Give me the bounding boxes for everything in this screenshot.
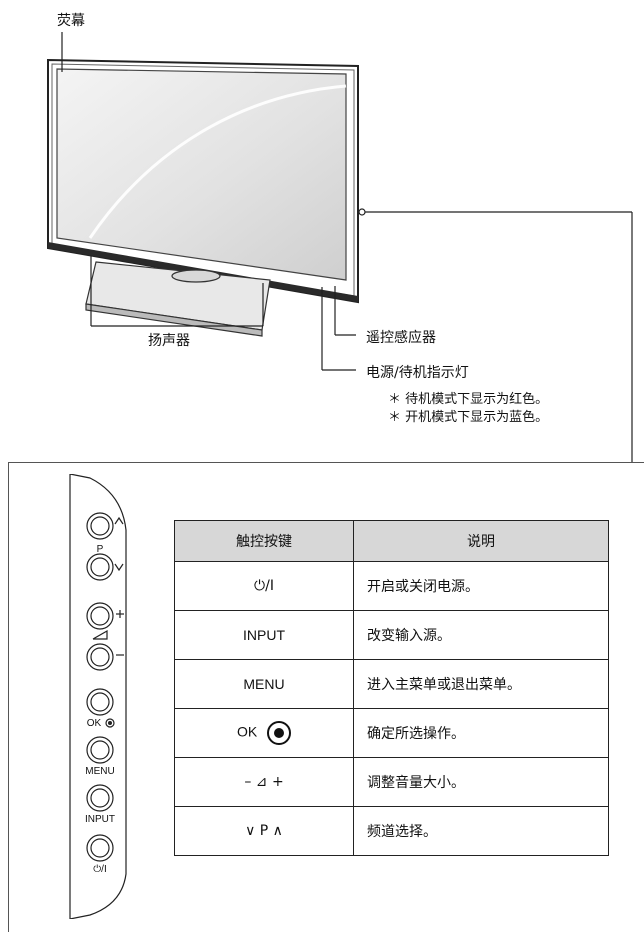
note-standby: ＊ 待机模式下显示为红色。	[388, 392, 549, 407]
desc-menu: 进入主菜单或退出菜单。	[353, 659, 609, 709]
key-volume: – ⊿ +	[174, 757, 354, 807]
menu-label: MENU	[85, 766, 115, 777]
tv-stand	[85, 261, 271, 337]
key-input: INPUT	[174, 610, 354, 660]
volume-up-button	[86, 602, 114, 630]
volume-down-button	[86, 643, 114, 671]
speaker-label: 扬声器	[148, 333, 190, 349]
key-channel: ∨ P ∧	[174, 806, 354, 856]
power-indicator-label: 电源/待机指示灯	[366, 365, 469, 381]
menu-button	[86, 736, 114, 764]
detail-panel	[8, 462, 644, 932]
table-row: OK 确定所选操作。	[174, 708, 609, 758]
screen-label: 荧幕	[57, 13, 85, 29]
channel-up-button	[86, 512, 114, 540]
key-menu: MENU	[174, 659, 354, 709]
channel-label: P	[96, 544, 104, 555]
table-row: INPUT 改变输入源。	[174, 610, 609, 660]
power-button	[86, 834, 114, 862]
chevron-up-icon	[114, 516, 124, 525]
desc-ok: 确定所选操作。	[353, 708, 609, 758]
header-desc: 说明	[353, 520, 609, 562]
desc-volume: 调整音量大小。	[353, 757, 609, 807]
table-row: – ⊿ + 调整音量大小。	[174, 757, 609, 807]
desc-power: 开启或关闭电源。	[353, 561, 609, 611]
tv-screen	[56, 68, 347, 281]
channel-down-button	[86, 553, 114, 581]
key-ok-text: OK	[236, 723, 258, 740]
key-ok: OK	[174, 708, 354, 758]
speaker-bracket	[90, 256, 264, 327]
note-on: ＊ 开机模式下显示为蓝色。	[388, 410, 549, 425]
plus-icon	[116, 610, 124, 618]
table-header-row: 触控按键 说明	[174, 520, 609, 562]
header-key: 触控按键	[174, 520, 354, 562]
desc-input: 改变输入源。	[353, 610, 609, 660]
input-label: INPUT	[85, 814, 115, 825]
ok-button	[86, 688, 114, 716]
volume-icon	[92, 629, 108, 640]
power-label: ⏻/I	[93, 864, 107, 875]
chevron-down-icon	[114, 563, 124, 572]
touch-key-table: 触控按键 说明 ⏻/I 开启或关闭电源。 INPUT 改变输入源。 MENU 进…	[174, 520, 609, 856]
input-button	[86, 784, 114, 812]
table-row: MENU 进入主菜单或退出菜单。	[174, 659, 609, 709]
desc-channel: 频道选择。	[353, 806, 609, 856]
remote-sensor-label: 遥控感应器	[366, 330, 436, 346]
key-power: ⏻/I	[174, 561, 354, 611]
side-control-strip	[69, 474, 127, 919]
tv-illustration	[47, 32, 633, 462]
ok-dot-icon	[267, 721, 292, 745]
table-row: ⏻/I 开启或关闭电源。	[174, 561, 609, 611]
table-row: ∨ P ∧ 频道选择。	[174, 806, 609, 856]
leader-lines	[61, 32, 633, 462]
ok-label: OK	[86, 718, 102, 729]
ok-dot-icon	[105, 718, 115, 728]
